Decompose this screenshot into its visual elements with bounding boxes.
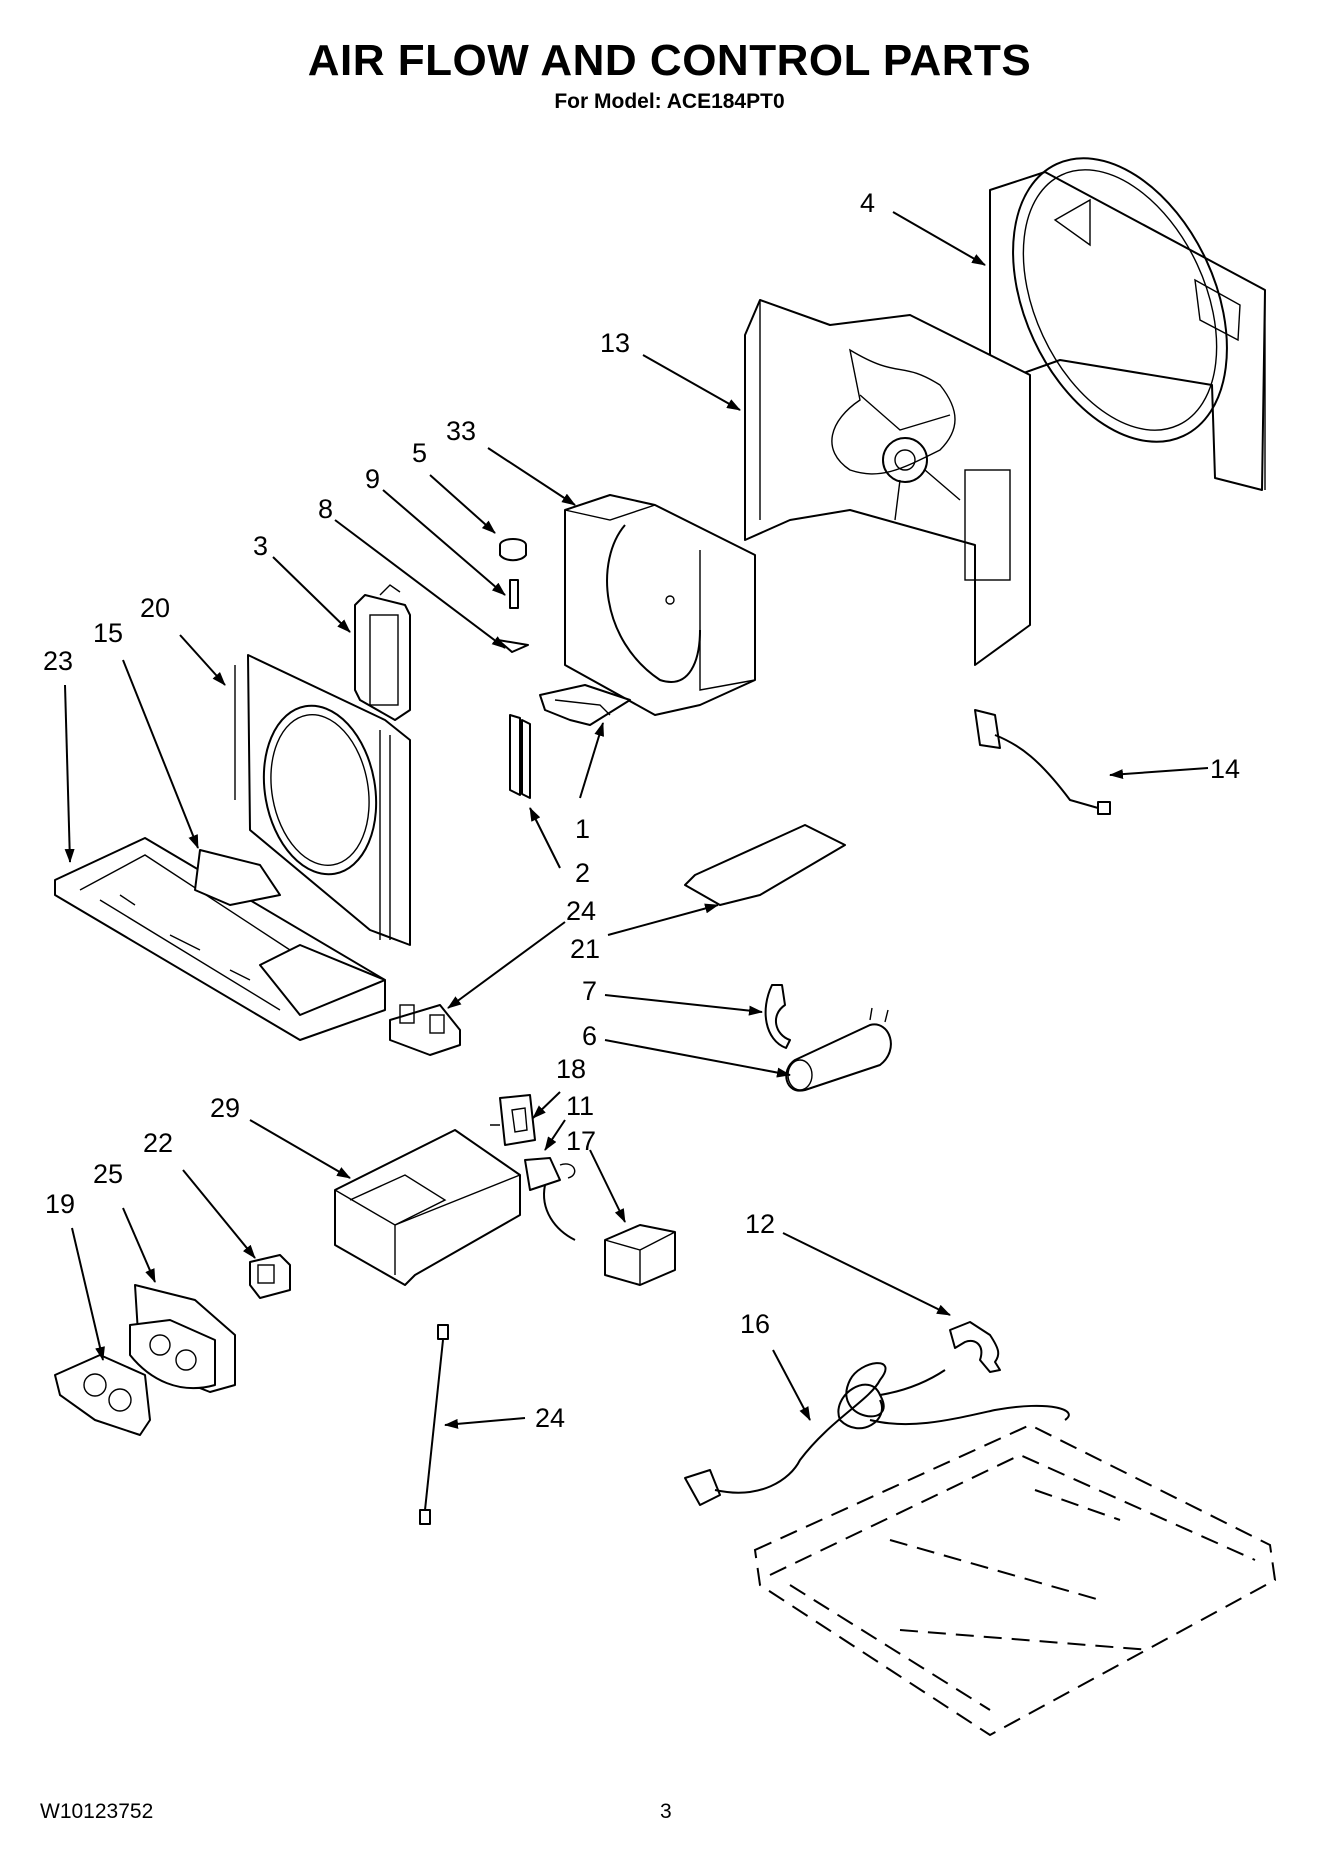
callout-25: 25 xyxy=(93,1159,123,1189)
callout-17: 17 xyxy=(566,1126,596,1156)
callout-20: 20 xyxy=(140,593,170,623)
callout-9: 9 xyxy=(365,464,380,494)
part-3-bracket-housing xyxy=(354,584,411,721)
part-25-control-panel xyxy=(129,1284,236,1393)
callout-8: 8 xyxy=(318,494,333,524)
reference-base-pan-outline xyxy=(753,1423,1277,1737)
leader-lines xyxy=(64,211,1209,1429)
page-number: 3 xyxy=(660,1800,672,1823)
callout-22: 22 xyxy=(143,1128,173,1158)
callout-1: 1 xyxy=(575,814,590,844)
callout-14: 14 xyxy=(1210,754,1240,784)
document-number: W10123752 xyxy=(40,1800,154,1823)
page-subtitle: For Model: ACE184PT0 xyxy=(554,90,785,113)
part-6-capacitor xyxy=(785,1007,892,1092)
callout-19: 19 xyxy=(45,1189,75,1219)
callout-12: 12 xyxy=(745,1209,775,1239)
callout-3: 3 xyxy=(253,531,268,561)
part-21-cover xyxy=(684,824,846,906)
part-22-rocker-switch xyxy=(249,1254,291,1299)
callout-33: 33 xyxy=(446,416,476,446)
callout-4: 4 xyxy=(860,188,875,218)
callout-labels: 4 13 33 5 9 8 3 20 15 23 1 2 14 24 21 7 … xyxy=(43,188,1240,1433)
callout-2: 2 xyxy=(575,858,590,888)
part-24-wire-lead xyxy=(419,1324,449,1525)
callout-24-upper: 24 xyxy=(566,896,596,926)
part-24-terminal-block xyxy=(389,1004,461,1056)
callout-7: 7 xyxy=(582,976,597,1006)
part-17-relay xyxy=(604,1224,676,1286)
part-15-deflector xyxy=(194,849,281,906)
page-title: AIR FLOW AND CONTROL PARTS xyxy=(307,36,1032,85)
part-13-evaporator-panel xyxy=(744,299,1031,666)
part-18-switch xyxy=(490,1094,536,1146)
callout-18: 18 xyxy=(556,1054,586,1084)
part-20-orifice-panel xyxy=(234,654,411,946)
callout-23: 23 xyxy=(43,646,73,676)
part-23-base-pan xyxy=(54,837,386,1041)
part-33-blower-housing xyxy=(564,494,756,716)
part-16-power-cord xyxy=(684,1362,1070,1506)
callout-21: 21 xyxy=(570,934,600,964)
part-5-knob xyxy=(499,538,527,562)
callout-13: 13 xyxy=(600,328,630,358)
callout-5: 5 xyxy=(412,438,427,468)
part-11-thermostat xyxy=(524,1157,576,1241)
part-14-lead xyxy=(974,709,1111,815)
part-19-overlay xyxy=(54,1354,151,1436)
part-9-bracket xyxy=(509,579,519,609)
callout-11: 11 xyxy=(566,1091,594,1121)
part-7-clamp xyxy=(764,984,791,1049)
callout-16: 16 xyxy=(740,1309,770,1339)
part-2-strip xyxy=(509,714,531,799)
part-12-strap xyxy=(949,1321,1001,1373)
callout-15: 15 xyxy=(93,618,123,648)
part-29-control-box xyxy=(334,1129,521,1286)
callout-24-lower: 24 xyxy=(535,1403,565,1433)
part-1-bracket xyxy=(539,684,631,726)
callout-29: 29 xyxy=(210,1093,240,1123)
callout-6: 6 xyxy=(582,1021,597,1051)
